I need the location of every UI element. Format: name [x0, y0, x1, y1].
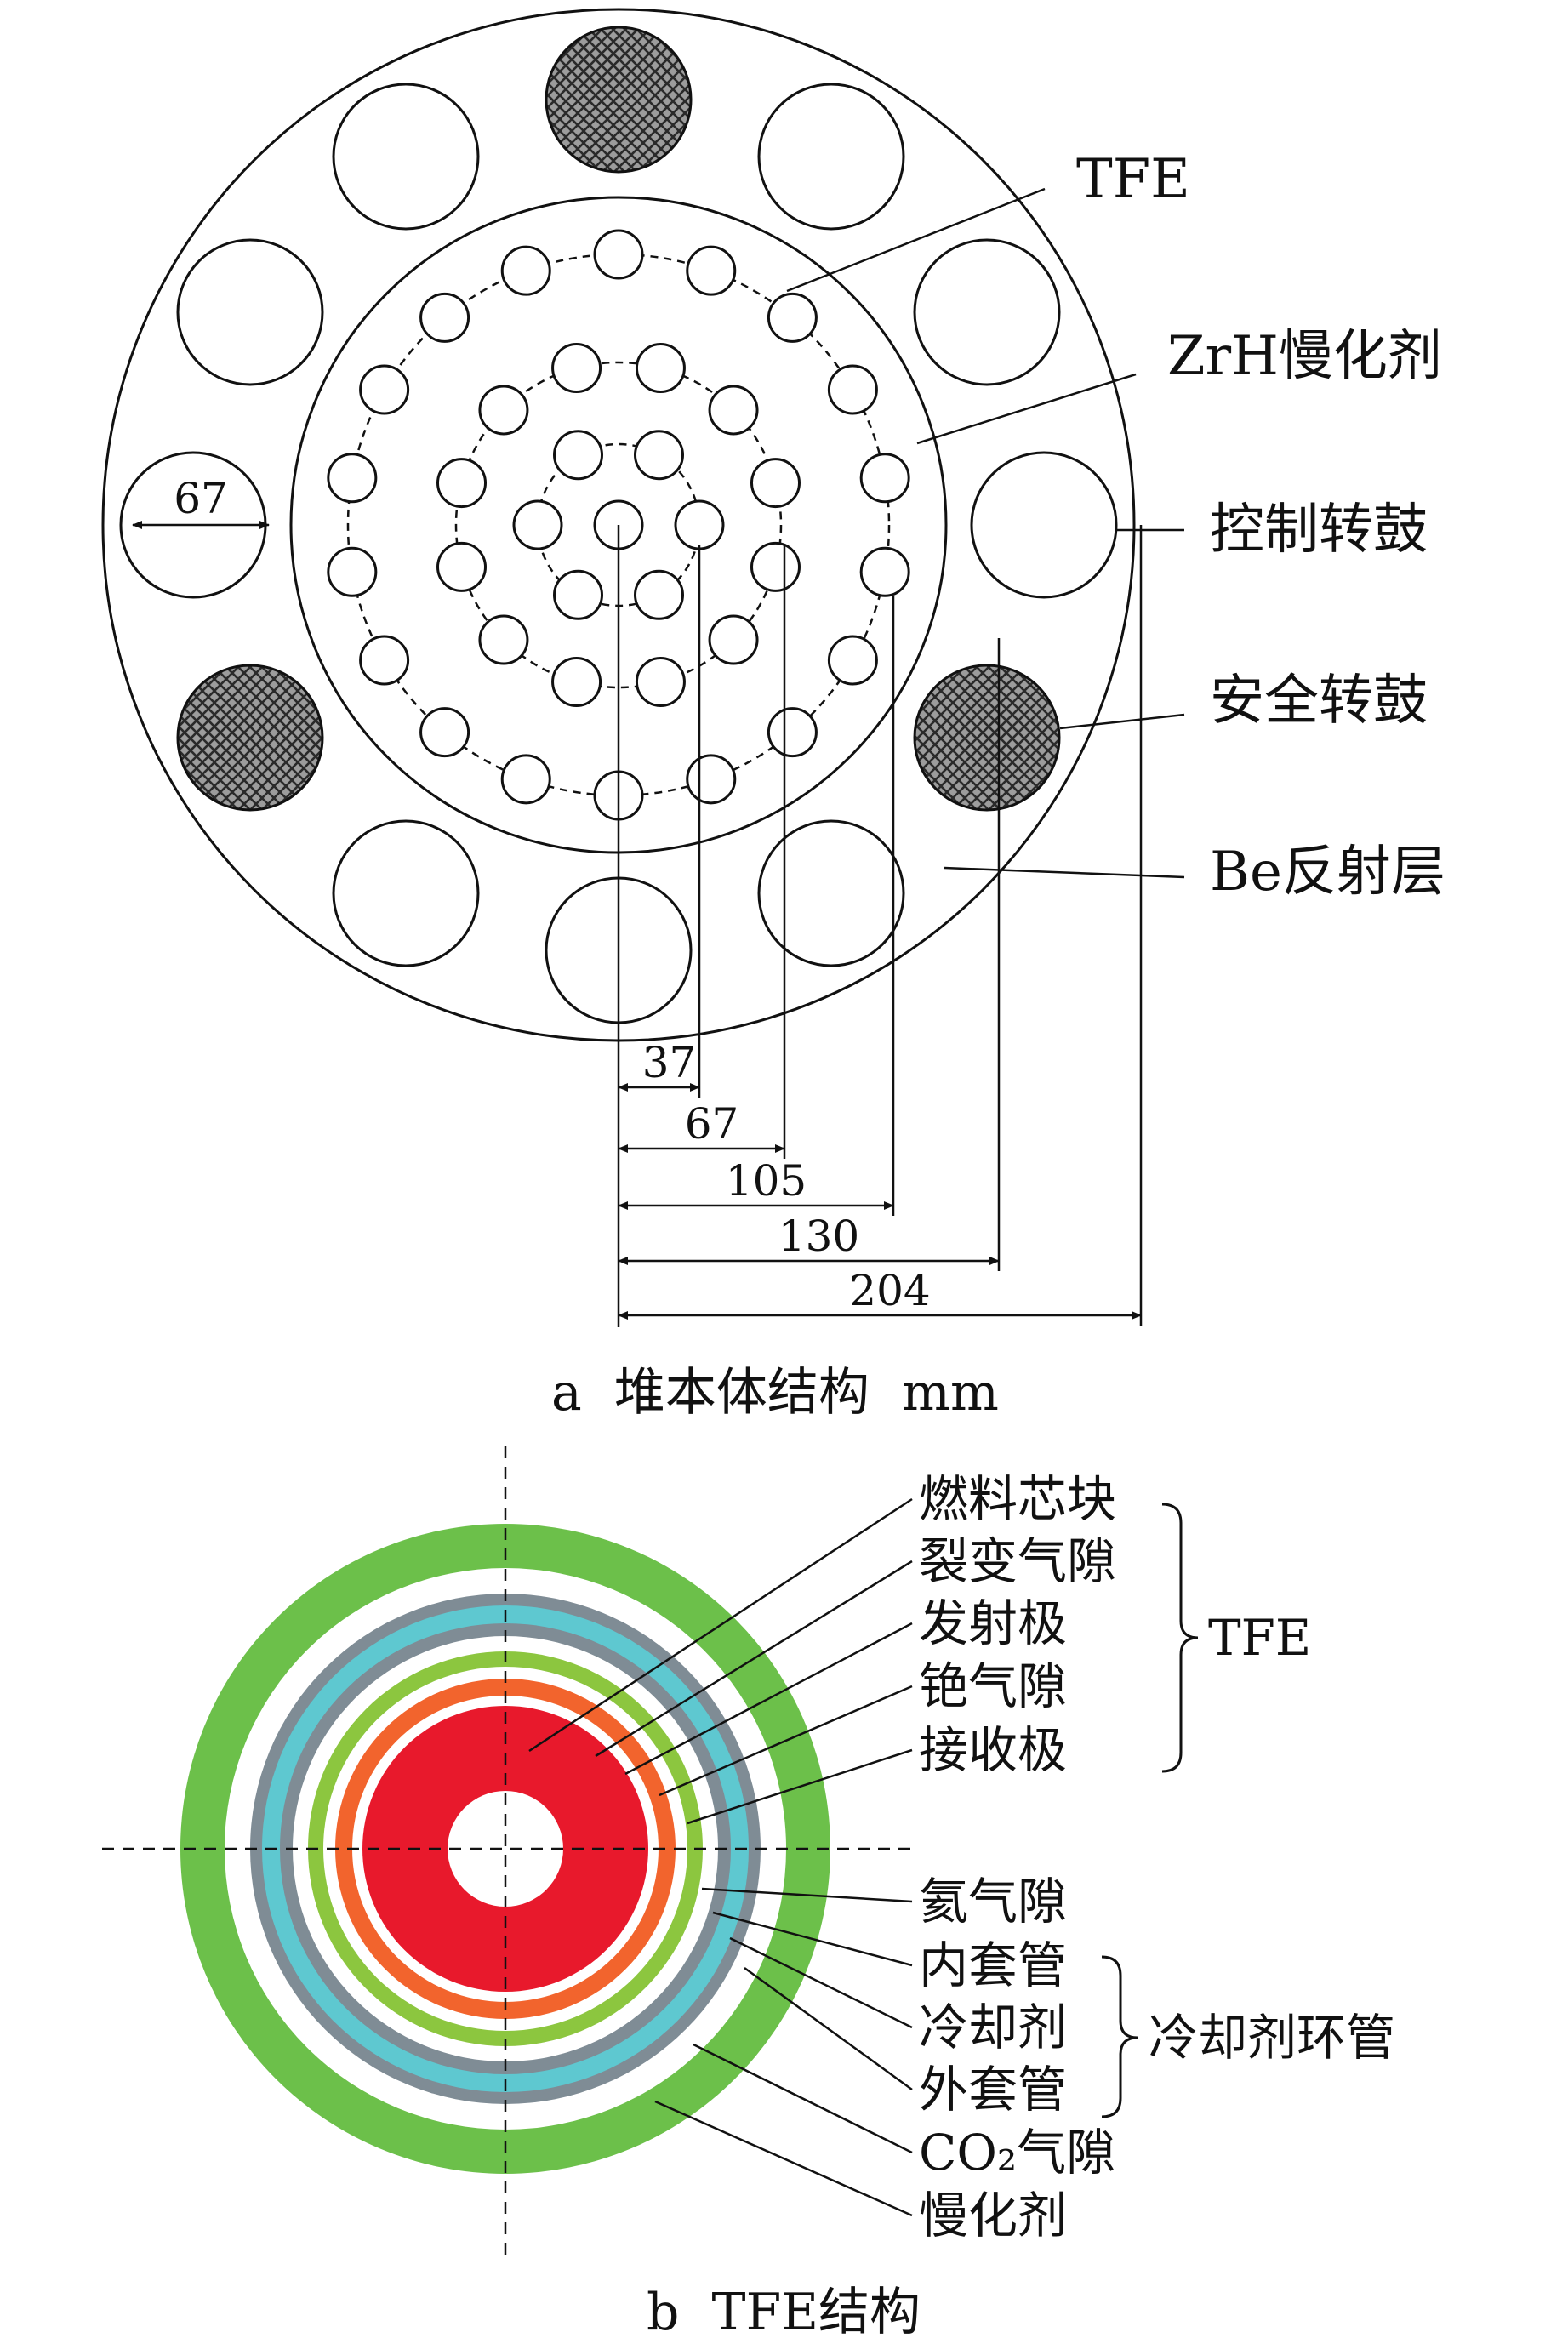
tfe-cross-section: [180, 1524, 830, 2174]
tfe-element: [553, 430, 603, 481]
tfe-element: [827, 364, 878, 415]
coolant-brace: [1101, 1955, 1138, 2118]
tfe-element: [767, 707, 818, 758]
central-void: [448, 1791, 563, 1907]
tfe-element: [419, 292, 470, 343]
radial-dim-label: 105: [726, 1156, 807, 1206]
safety-drum: [545, 26, 693, 174]
layer-label: 燃料芯块: [919, 1470, 1116, 1528]
drum-width-dimension: 67: [132, 474, 270, 529]
control-drum: [332, 83, 480, 231]
tfe-element: [551, 343, 602, 394]
tfe-element: [359, 635, 410, 686]
tfe-element: [512, 499, 563, 550]
label-be-reflector: Be反射层: [1210, 841, 1445, 904]
safety-drum: [913, 664, 1061, 812]
layer-label: 冷却剂: [919, 1999, 1067, 2056]
control-drum: [176, 238, 324, 386]
label-control-drum: 控制转鼓: [1210, 499, 1428, 562]
tfe-element: [750, 541, 801, 592]
drum-width-label: 67: [174, 474, 228, 523]
label-safety-drum: 安全转鼓: [1210, 670, 1428, 733]
radial-dim-label: 37: [642, 1038, 697, 1087]
layer-label: 外套管: [919, 2061, 1067, 2118]
tfe-element: [436, 541, 488, 592]
layer-label: 接收极: [919, 1721, 1067, 1779]
tfe-element: [551, 656, 602, 707]
tfe-element: [686, 245, 737, 296]
radial-dim-label: 67: [685, 1099, 739, 1149]
tfe-element: [478, 385, 529, 436]
layer-label: 慢化剂: [919, 2187, 1067, 2244]
layer-label: 发射极: [919, 1594, 1067, 1652]
tfe-element: [634, 569, 684, 620]
layer-label: 内套管: [919, 1936, 1067, 1994]
control-drum: [970, 451, 1118, 599]
tfe-element: [478, 614, 529, 665]
panel-a-core-structure: 67 TFE ZrH慢化剂 控制转鼓 安全转鼓 Be反射层 37 67 105 130…: [101, 8, 1445, 1423]
control-drum: [757, 83, 905, 231]
tfe-element: [634, 430, 684, 481]
control-drum: [332, 819, 480, 967]
tfe-element: [359, 364, 410, 415]
tfe-element: [859, 546, 910, 597]
radial-dimensions: 37 67 105 130 204: [617, 525, 1143, 1327]
tfe-element: [436, 458, 488, 509]
radial-dim-label: 204: [849, 1266, 930, 1315]
tfe-element: [553, 569, 603, 620]
caption-a: a 堆本体结构 mm: [551, 1363, 999, 1423]
tfe-element: [827, 635, 878, 686]
tfe-element: [327, 546, 378, 597]
tfe-element: [767, 292, 818, 343]
tfe-element: [500, 245, 551, 296]
label-zrh-moderator: ZrH慢化剂: [1167, 325, 1442, 388]
tfe-element: [750, 458, 801, 509]
safety-drum: [176, 664, 324, 812]
tfe-element: [686, 754, 737, 805]
caption-b: b TFE结构: [647, 2283, 921, 2338]
tfe-element: [708, 614, 759, 665]
tfe-element: [593, 229, 644, 280]
tfe-element: [327, 453, 378, 504]
layer-label: 裂变气隙: [919, 1532, 1116, 1590]
callout-lines-b: [528, 1497, 913, 2217]
fuel-ring-2: [454, 361, 783, 689]
layer-label: 氦气隙: [919, 1873, 1067, 1930]
tfe-element: [635, 343, 686, 394]
tfe-element: [500, 754, 551, 805]
tfe-group-label: TFE: [1208, 1609, 1311, 1667]
control-drum: [757, 819, 905, 967]
tfe-element: [859, 453, 910, 504]
callout-lines-a: [786, 187, 1185, 879]
coolant-group-label: 冷却剂环管: [1149, 2009, 1395, 2067]
tfe-element: [635, 656, 686, 707]
control-drum: [913, 238, 1061, 386]
tfe-element: [674, 499, 725, 550]
layer-label: CO₂气隙: [919, 2124, 1115, 2181]
tfe-element: [419, 707, 470, 758]
radial-dim-label: 130: [778, 1212, 859, 1261]
label-tfe: TFE: [1076, 148, 1190, 211]
tfe-element: [708, 385, 759, 436]
tfe-brace: [1161, 1503, 1199, 1773]
layer-label: 铯气隙: [919, 1657, 1067, 1715]
